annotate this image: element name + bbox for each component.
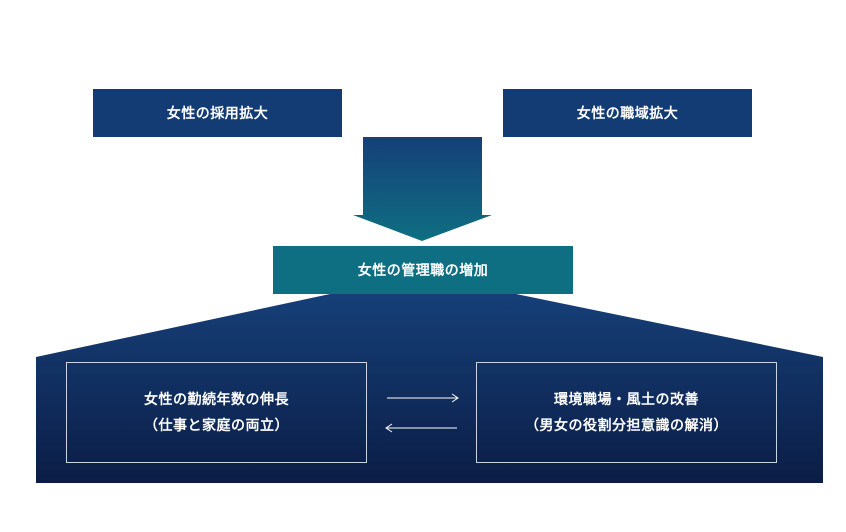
box-label-line1: 環境職場・風土の改善 bbox=[554, 391, 699, 408]
box-label: 女性の採用拡大 bbox=[166, 106, 269, 122]
box-label-line1: 女性の勤続年数の伸長 bbox=[144, 391, 289, 408]
box-label: 女性の職域拡大 bbox=[576, 106, 679, 122]
box-label-line2: （男女の役割分担意識の解消） bbox=[525, 417, 728, 434]
box-female-managers: 女性の管理職の増加 bbox=[273, 246, 573, 294]
box-workplace-improvement: 環境職場・風土の改善 （男女の役割分担意識の解消） bbox=[476, 362, 777, 463]
expansion-panel bbox=[36, 294, 823, 483]
box-female-hiring: 女性の採用拡大 bbox=[93, 89, 342, 137]
box-label-line2: （仕事と家庭の両立） bbox=[144, 417, 289, 434]
left-arrow-icon bbox=[385, 423, 457, 433]
box-label: 女性の管理職の増加 bbox=[357, 263, 489, 279]
down-arrow-icon bbox=[353, 137, 492, 241]
box-female-job-scope: 女性の職域拡大 bbox=[503, 89, 752, 137]
box-tenure-extension: 女性の勤続年数の伸長 （仕事と家庭の両立） bbox=[66, 362, 367, 463]
right-arrow-icon bbox=[387, 393, 459, 403]
